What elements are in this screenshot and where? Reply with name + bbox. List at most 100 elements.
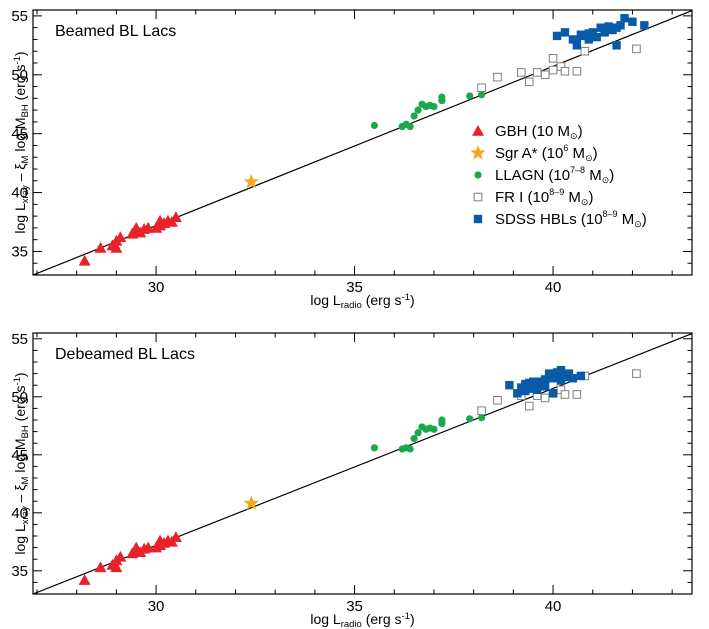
data-point: [477, 83, 486, 93]
data-point: [580, 46, 590, 56]
data-point: [466, 415, 474, 423]
data-point: [521, 386, 530, 396]
data-point: [620, 14, 629, 23]
data-point: [505, 381, 514, 390]
data-point: [532, 385, 542, 395]
data-point: [572, 390, 582, 399]
y-label-part: –: [12, 491, 28, 507]
data-point: [169, 531, 182, 542]
series-circle: [370, 91, 486, 131]
data-point: [588, 28, 597, 37]
legend-item: GBH (10 M⊙): [472, 123, 583, 141]
legend-marker: [474, 171, 482, 179]
x-axis-label-main: log L: [310, 292, 341, 308]
data-point: [110, 241, 123, 253]
legend-label: SDSS HBLs (108–9 M⊙): [495, 209, 647, 229]
legend-item: Sgr A* (106 M⊙): [470, 143, 598, 163]
legend-item: LLAGN (107–8 M⊙): [474, 165, 614, 185]
data-point: [632, 44, 641, 54]
legend-marker: [472, 125, 484, 136]
x-axis-label-exp: -1: [402, 292, 410, 303]
series-star: [243, 173, 259, 189]
legend-sup: 8–9: [603, 209, 618, 219]
data-point: [548, 53, 558, 63]
data-point: [612, 23, 621, 32]
legend-tail-close: ): [578, 123, 583, 140]
data-point: [94, 241, 107, 253]
y-tick-label: 40: [11, 185, 28, 202]
legend-name: LLAGN (10: [495, 167, 570, 184]
data-point: [513, 389, 522, 398]
x-tick-label: 40: [545, 279, 562, 296]
legend-label: FR I (108–9 M⊙): [495, 187, 593, 207]
data-point: [544, 369, 554, 378]
legend-sun-symbol: ⊙: [570, 131, 578, 141]
series-triangle: [78, 211, 182, 266]
legend-sup: 8–9: [549, 187, 564, 197]
y-label-close: ): [12, 372, 28, 377]
legend-tail-close: ): [593, 145, 598, 162]
legend-name: GBH (10 M: [495, 123, 570, 140]
data-point: [410, 112, 418, 120]
legend-sup: 7–8: [570, 165, 585, 175]
legend-label: GBH (10 M⊙): [495, 123, 583, 141]
data-point: [414, 106, 422, 114]
legend-sun-symbol: ⊙: [602, 175, 610, 185]
data-point: [632, 369, 641, 378]
x-axis-label-exp: -1: [402, 611, 410, 622]
y-label-sub: M: [20, 476, 31, 484]
data-point: [628, 17, 637, 26]
legend-item: FR I (108–9 M⊙): [473, 187, 593, 207]
y-label-part: log L: [12, 524, 28, 555]
legend-label: LLAGN (107–8 M⊙): [495, 165, 614, 185]
x-tick-label: 30: [148, 279, 165, 296]
y-label-exp: -1: [12, 56, 23, 64]
data-point: [548, 389, 558, 398]
legend-name: Sgr A* (10: [495, 145, 563, 162]
data-point: [477, 406, 486, 416]
legend-marker: [473, 192, 483, 202]
data-point: [612, 41, 621, 50]
data-point: [560, 390, 570, 399]
data-point: [552, 368, 562, 377]
series-square: [552, 14, 649, 50]
data-point: [640, 21, 649, 30]
y-tick-label: 35: [11, 243, 28, 260]
series-star: [243, 495, 259, 510]
legend-marker: [470, 145, 486, 160]
data-point: [430, 102, 438, 111]
data-point: [438, 416, 446, 424]
x-tick-label: 35: [346, 598, 363, 615]
data-point: [243, 495, 259, 510]
y-tick-label: 35: [11, 563, 28, 580]
y-label-exp: -1: [12, 377, 23, 385]
data-point: [572, 66, 582, 76]
x-axis-label-sub: radio: [341, 300, 362, 311]
data-point: [548, 65, 558, 75]
y-label-close: ): [12, 51, 28, 56]
data-point: [169, 211, 182, 223]
x-axis-label-main: log L: [310, 611, 341, 627]
y-label-xi: ξ: [12, 484, 28, 490]
y-label-part: log L: [12, 203, 28, 234]
series-open-square: [477, 44, 641, 93]
data-point: [94, 561, 107, 573]
data-point: [142, 541, 155, 553]
series-square: [505, 365, 586, 398]
data-point: [243, 173, 259, 189]
y-label-xi: ξ: [12, 163, 28, 169]
series-circle: [370, 414, 486, 453]
x-axis-label-units: (erg s: [362, 292, 402, 308]
data-point: [576, 371, 586, 381]
legend-sup: 6: [563, 143, 568, 153]
data-point: [414, 429, 422, 437]
legend-name: SDSS HBLs (10: [495, 211, 603, 228]
y-label-part: log M: [12, 438, 28, 476]
data-point: [572, 41, 582, 50]
legend-marker: [473, 214, 483, 224]
data-point: [540, 382, 550, 391]
x-axis-label: log Lradio (erg s-1): [310, 611, 414, 629]
